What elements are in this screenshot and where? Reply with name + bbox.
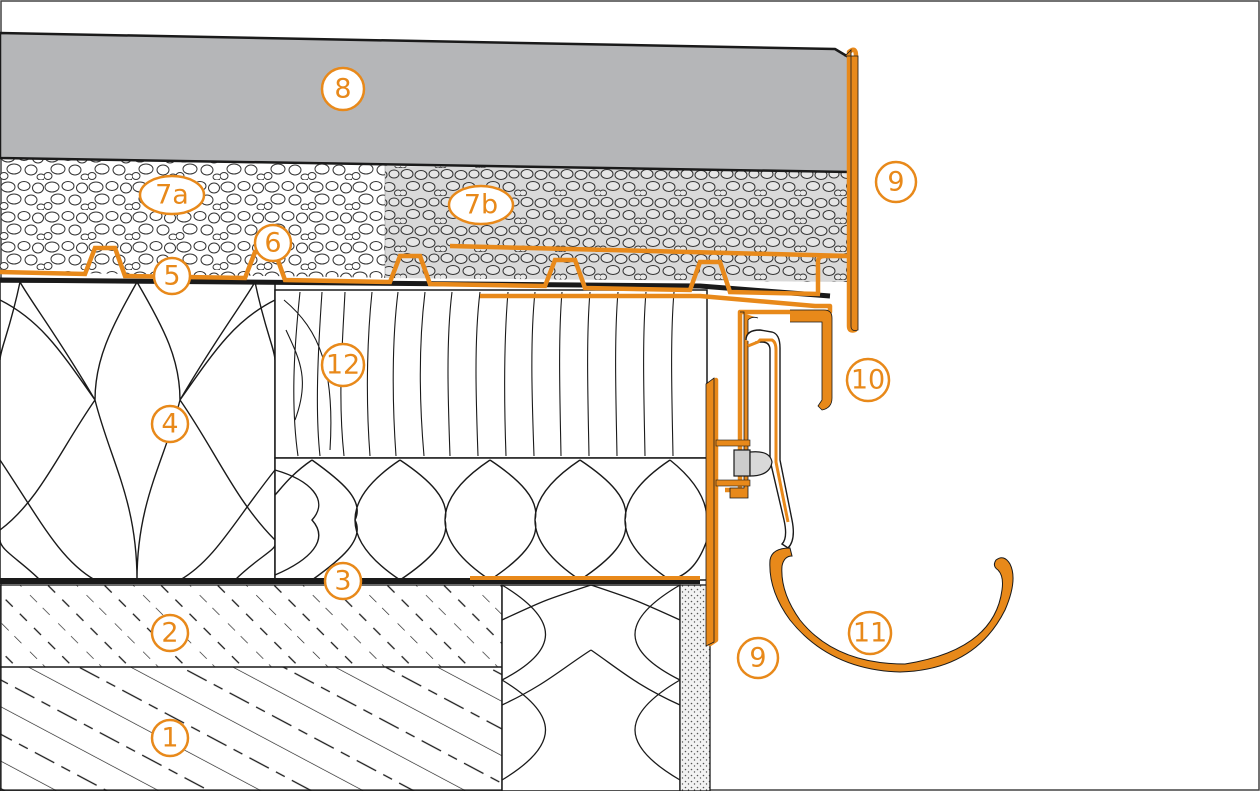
callout-7b: 7b bbox=[447, 184, 515, 226]
svg-text:9: 9 bbox=[887, 167, 904, 198]
svg-text:7b: 7b bbox=[464, 190, 498, 221]
drip-edge-profile bbox=[790, 309, 833, 411]
gutter bbox=[769, 547, 1014, 673]
roof-insulation-under-beam bbox=[274, 457, 708, 581]
svg-text:7a: 7a bbox=[155, 180, 189, 211]
paving-slab bbox=[0, 31, 852, 174]
callout-2: 2 bbox=[150, 613, 190, 653]
svg-text:9: 9 bbox=[749, 643, 766, 674]
svg-text:2: 2 bbox=[161, 618, 178, 649]
svg-text:11: 11 bbox=[853, 618, 887, 649]
svg-text:1: 1 bbox=[161, 723, 178, 754]
drainage-layer bbox=[0, 245, 821, 297]
facade-insulation bbox=[501, 584, 681, 791]
callout-5: 5 bbox=[152, 256, 192, 296]
callout-4: 4 bbox=[150, 404, 190, 444]
svg-text:12: 12 bbox=[326, 350, 360, 381]
gravel-layer-7a bbox=[0, 157, 400, 278]
callout-8: 8 bbox=[320, 66, 366, 112]
screed-layer bbox=[0, 584, 503, 668]
render-layer bbox=[679, 584, 711, 791]
callout-3: 3 bbox=[323, 561, 363, 601]
callout-12: 12 bbox=[320, 342, 366, 388]
roof-insulation-left bbox=[0, 281, 276, 581]
callout-10: 10 bbox=[845, 357, 891, 403]
callout-9-top: 9 bbox=[874, 160, 918, 204]
callout-6: 6 bbox=[253, 223, 293, 263]
callout-9-bottom: 9 bbox=[736, 636, 780, 680]
svg-text:5: 5 bbox=[163, 261, 180, 292]
svg-text:4: 4 bbox=[161, 409, 178, 440]
svg-text:10: 10 bbox=[851, 365, 885, 396]
svg-text:6: 6 bbox=[264, 228, 281, 259]
edge-trim bbox=[844, 49, 859, 331]
callout-7a: 7a bbox=[138, 174, 206, 216]
callout-11: 11 bbox=[847, 610, 893, 656]
gravel-layer-7b bbox=[384, 166, 850, 282]
gutter-hanger bbox=[715, 311, 795, 549]
svg-text:8: 8 bbox=[334, 74, 351, 105]
svg-text:3: 3 bbox=[334, 566, 351, 597]
facade-flashing bbox=[705, 377, 715, 647]
concrete-slab-layer bbox=[0, 666, 503, 791]
callout-1: 1 bbox=[150, 718, 190, 758]
